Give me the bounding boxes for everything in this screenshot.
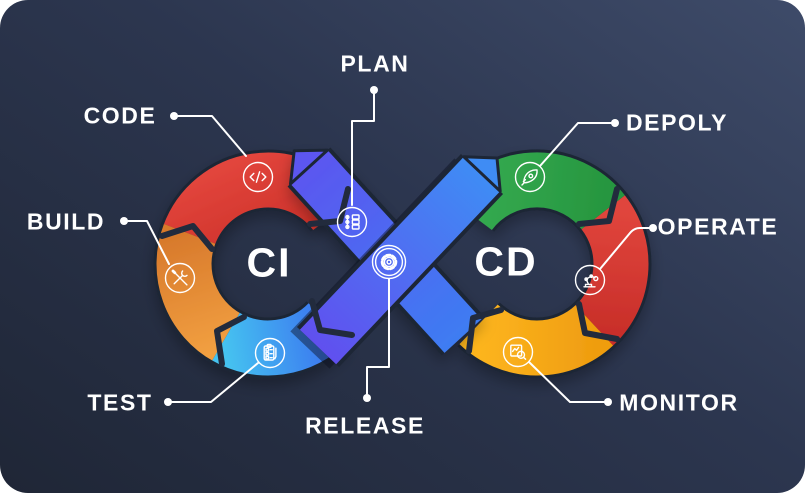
build-tools-icon — [164, 262, 196, 294]
connector-plan-dot — [370, 86, 378, 94]
connector-code — [177, 115, 247, 157]
segment-arrow-notches — [159, 186, 620, 367]
stage-label-test: TEST — [87, 389, 153, 416]
connector-release-dot — [363, 394, 371, 402]
connector-operate — [599, 227, 650, 270]
connector-test-dot — [164, 398, 172, 406]
connector-test — [171, 362, 259, 403]
release-gear-icon — [371, 244, 407, 280]
arc-build-segment — [156, 224, 242, 362]
connector-plan — [351, 93, 375, 206]
connector-deploy — [539, 122, 612, 167]
cd-title: CD — [474, 238, 538, 285]
connector-code-dot — [170, 112, 178, 120]
rocket-icon — [514, 161, 546, 193]
stage-label-operate: OPERATE — [657, 213, 779, 240]
arc-monitor-segment — [459, 303, 614, 376]
test-checklist-icon — [254, 337, 286, 369]
stage-label-deploy: DEPOLY — [625, 109, 729, 136]
monitor-chart-icon — [502, 336, 534, 368]
connector-deploy-dot — [611, 119, 619, 127]
code-icon — [242, 161, 274, 193]
stage-label-release: RELEASE — [305, 412, 425, 439]
plan-icon — [336, 206, 368, 238]
connector-release — [366, 278, 390, 395]
connector-lines — [120, 86, 657, 406]
arc-operate-segment — [573, 195, 649, 349]
robot-arm-icon — [574, 264, 606, 296]
connector-build-dot — [120, 217, 128, 225]
connector-monitor — [528, 361, 605, 403]
band-release — [290, 154, 504, 369]
ci-title: CI — [246, 239, 292, 286]
stage-label-monitor: MONITOR — [619, 389, 739, 416]
connector-build — [127, 220, 170, 265]
stage-label-code: CODE — [83, 102, 157, 129]
connector-operate-dot — [649, 224, 657, 232]
stage-label-build: BUILD — [26, 208, 106, 235]
connector-monitor-dot — [604, 398, 612, 406]
stage-label-plan: PLAN — [340, 50, 410, 77]
